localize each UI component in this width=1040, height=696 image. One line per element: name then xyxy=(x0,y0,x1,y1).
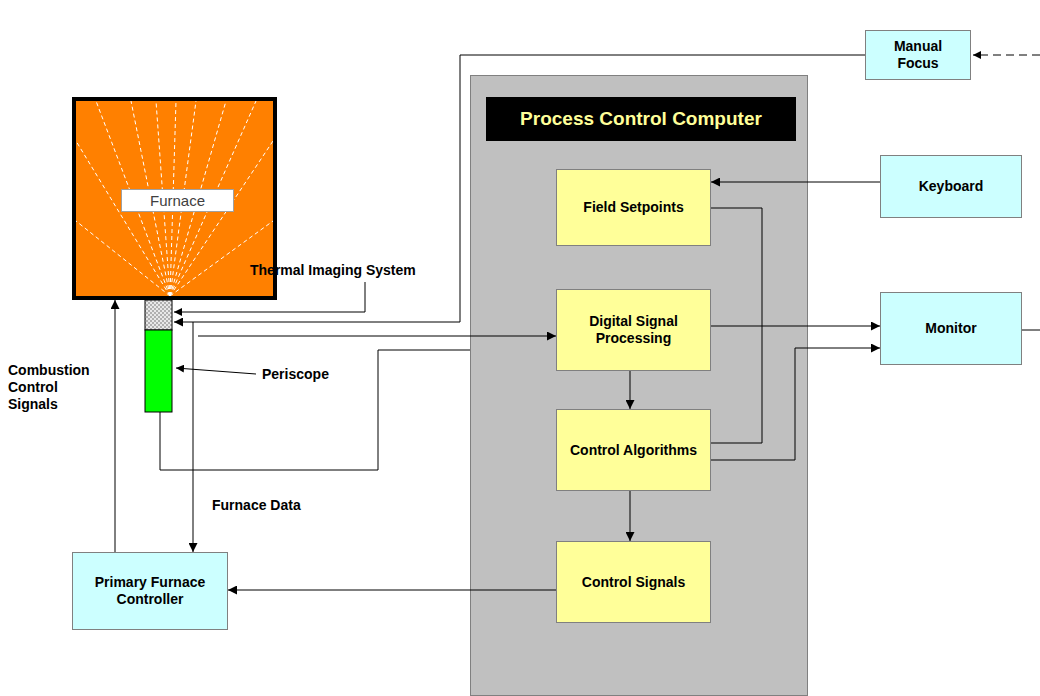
controller-box: Primary Furnace Controller xyxy=(72,552,228,630)
annotation-label: Furnace Data xyxy=(212,497,301,514)
connector xyxy=(711,326,880,327)
connector xyxy=(711,348,880,460)
node-text: Keyboard xyxy=(919,178,984,195)
connector xyxy=(198,336,556,337)
monitor-output xyxy=(1022,330,1040,331)
camera-head xyxy=(145,300,172,330)
input-device-box: Keyboard xyxy=(880,155,1022,218)
periscope-tube xyxy=(145,330,172,412)
node-text: Manual Focus xyxy=(872,38,964,72)
manual-focus-box: Manual Focus xyxy=(865,30,971,80)
process-box: Field Setpoints xyxy=(556,169,711,246)
connector xyxy=(711,182,880,183)
node-text: Monitor xyxy=(925,320,976,337)
connector xyxy=(711,208,762,443)
connector xyxy=(228,590,556,591)
node-text: Primary Furnace Controller xyxy=(79,574,221,608)
node-text: Digital Signal Processing xyxy=(563,313,704,347)
connector xyxy=(630,371,631,409)
periscope-leader xyxy=(176,368,256,374)
node-text: Furnace xyxy=(121,189,234,212)
connector xyxy=(115,300,116,552)
panel-header: Process Control Computer xyxy=(486,97,796,141)
process-box: Digital Signal Processing xyxy=(556,289,711,371)
node-text: Control Algorithms xyxy=(570,442,697,459)
process-box: Control Signals xyxy=(556,541,711,623)
node-text: Control Signals xyxy=(582,574,685,591)
connector xyxy=(630,491,631,541)
node-text: Field Setpoints xyxy=(583,199,683,216)
manual-focus-input xyxy=(973,55,1040,56)
annotation-label: Periscope xyxy=(262,366,329,383)
annotation-label: Thermal Imaging System xyxy=(250,262,416,279)
connector xyxy=(174,55,865,322)
process-box: Control Algorithms xyxy=(556,409,711,491)
node-text: Process Control Computer xyxy=(514,104,768,134)
output-device-box: Monitor xyxy=(880,292,1022,365)
furnace-box: Furnace xyxy=(72,97,277,300)
computer-panel: Process Control ComputerField SetpointsD… xyxy=(470,75,808,696)
annotation-label: Combustion Control Signals xyxy=(8,362,108,413)
connector xyxy=(193,322,194,552)
